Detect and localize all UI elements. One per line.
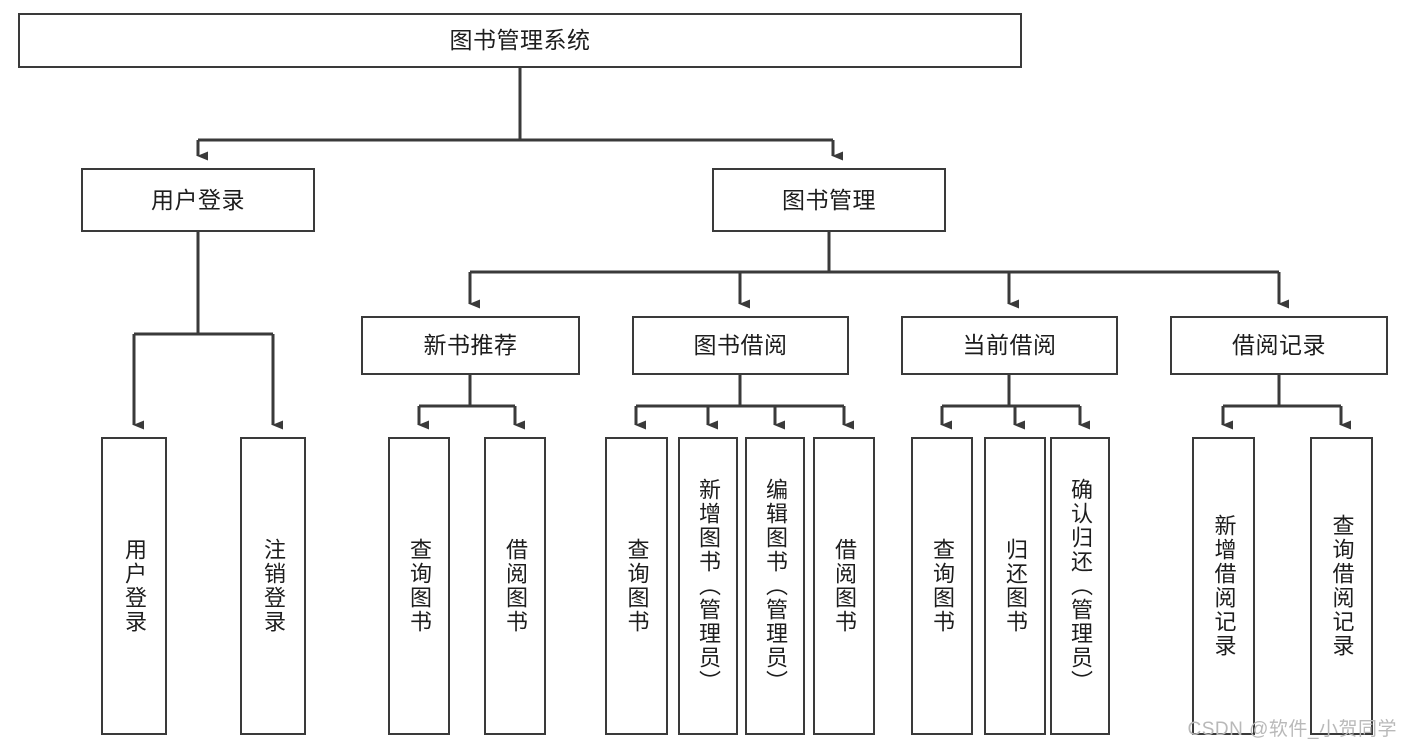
node-leaf-user-logout[interactable]: 注销登录 xyxy=(240,437,306,735)
node-leaf-label: 新增图书（管理员） xyxy=(695,478,721,694)
node-leaf-label: 查询图书 xyxy=(929,538,955,634)
node-leaf-query-book-1[interactable]: 查询图书 xyxy=(388,437,450,735)
node-leaf-query-book-2[interactable]: 查询图书 xyxy=(605,437,668,735)
node-leaf-label: 确认归还（管理员） xyxy=(1067,478,1093,694)
node-leaf-label: 归还图书 xyxy=(1002,538,1028,634)
node-leaf-label: 借阅图书 xyxy=(502,538,528,634)
node-root-label: 图书管理系统 xyxy=(449,27,591,54)
node-leaf-return-book[interactable]: 归还图书 xyxy=(984,437,1046,735)
node-current-borrow[interactable]: 当前借阅 xyxy=(901,316,1118,375)
node-book-manage-label: 图书管理 xyxy=(782,186,876,213)
node-root-system[interactable]: 图书管理系统 xyxy=(18,13,1022,68)
node-leaf-query-book-3[interactable]: 查询图书 xyxy=(911,437,973,735)
node-user-login-label: 用户登录 xyxy=(151,186,245,213)
node-leaf-add-borrow-record[interactable]: 新增借阅记录 xyxy=(1192,437,1255,735)
node-book-manage[interactable]: 图书管理 xyxy=(712,168,946,232)
node-leaf-edit-book-admin[interactable]: 编辑图书（管理员） xyxy=(745,437,805,735)
csdn-watermark: CSDN @软件_小贺同学 xyxy=(1187,719,1397,740)
node-leaf-confirm-return[interactable]: 确认归还（管理员） xyxy=(1050,437,1110,735)
node-leaf-query-borrow-record[interactable]: 查询借阅记录 xyxy=(1310,437,1373,735)
node-borrow-record[interactable]: 借阅记录 xyxy=(1170,316,1388,375)
node-leaf-user-login[interactable]: 用户登录 xyxy=(101,437,167,735)
node-leaf-label: 查询图书 xyxy=(406,538,432,634)
node-new-book-recommend[interactable]: 新书推荐 xyxy=(361,316,580,375)
node-book-borrow-label: 图书借阅 xyxy=(693,332,788,359)
node-leaf-label: 查询图书 xyxy=(624,538,650,634)
node-leaf-borrow-book-1[interactable]: 借阅图书 xyxy=(484,437,546,735)
node-user-login[interactable]: 用户登录 xyxy=(81,168,315,232)
node-borrow-record-label: 借阅记录 xyxy=(1232,332,1326,359)
node-new-book-recommend-label: 新书推荐 xyxy=(423,332,518,359)
node-current-borrow-label: 当前借阅 xyxy=(962,332,1057,359)
node-leaf-label: 用户登录 xyxy=(121,538,147,634)
node-book-borrow[interactable]: 图书借阅 xyxy=(632,316,849,375)
node-leaf-borrow-book-2[interactable]: 借阅图书 xyxy=(813,437,875,735)
node-leaf-label: 查询借阅记录 xyxy=(1329,514,1355,658)
node-leaf-label: 借阅图书 xyxy=(831,538,857,634)
node-leaf-label: 新增借阅记录 xyxy=(1211,514,1237,658)
node-leaf-add-book-admin[interactable]: 新增图书（管理员） xyxy=(678,437,738,735)
node-leaf-label: 编辑图书（管理员） xyxy=(762,478,788,694)
node-leaf-label: 注销登录 xyxy=(260,538,286,634)
